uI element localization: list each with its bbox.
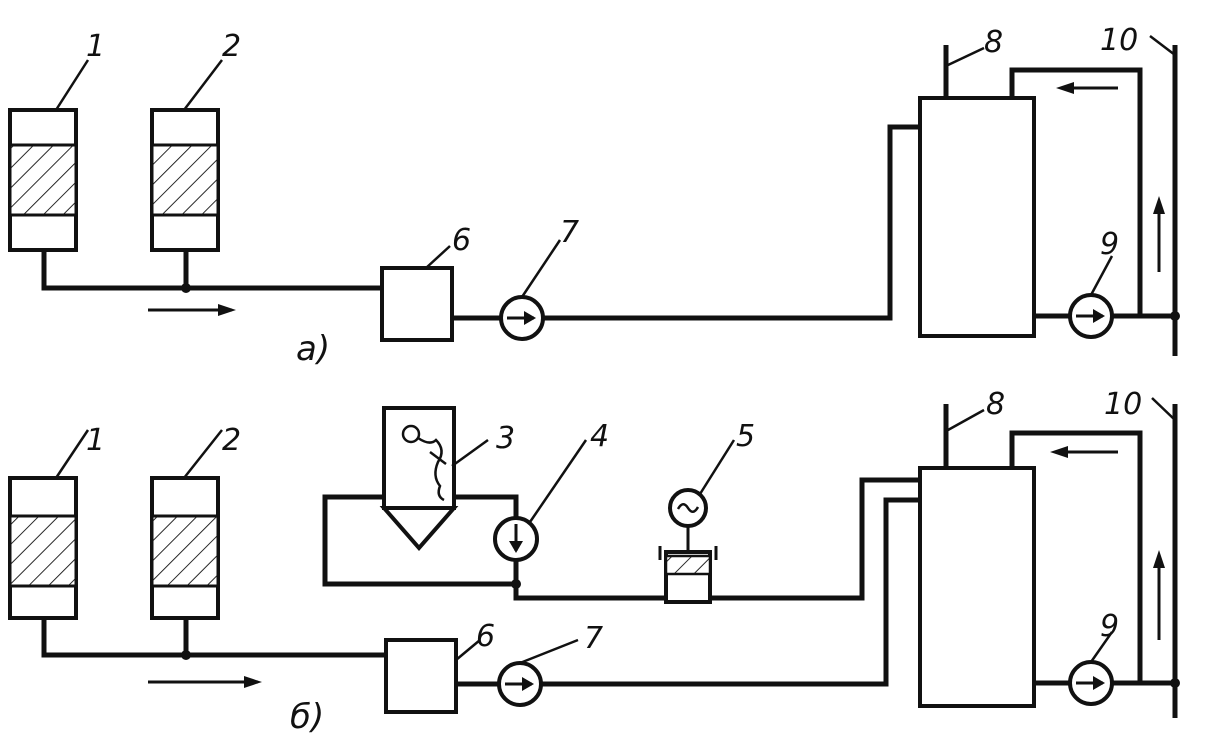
leader-3 [451, 438, 489, 468]
leader-6 [455, 639, 481, 661]
pipe-hopper-to-4 [454, 494, 519, 518]
pipe-recirculation [1009, 67, 1143, 316]
leader-9 [1089, 631, 1114, 663]
label-9: 9 [1100, 609, 1119, 644]
label-5: 5 [736, 419, 755, 454]
label-3: 3 [496, 421, 515, 456]
unit-6-box [380, 266, 454, 342]
leader-10 [1151, 397, 1176, 421]
caption-b: б) [290, 697, 324, 737]
leader-7 [519, 638, 579, 665]
pump-9-icon [1068, 293, 1114, 339]
leader-8 [947, 46, 985, 67]
caption-a: а) [296, 329, 330, 369]
pump-9-icon [1068, 660, 1114, 706]
leader-5 [698, 439, 736, 495]
pipe-cartridges-to-box [41, 250, 382, 291]
generator-5-icon [668, 488, 708, 528]
hopper-3 [379, 406, 459, 552]
label-10: 10 [1100, 23, 1138, 58]
junction-dot [181, 283, 191, 293]
pump-7-icon [497, 661, 543, 707]
label-8: 8 [986, 387, 1005, 422]
label-9: 9 [1100, 227, 1119, 262]
leader-2 [183, 429, 223, 479]
flow-arrow-left [1056, 82, 1118, 94]
cartridge-1 [8, 476, 78, 620]
flow-arrow-up [1153, 196, 1165, 272]
pipe-7-to-tank [543, 124, 920, 321]
flow-arrow-left [1050, 446, 1118, 458]
label-6: 6 [476, 619, 495, 654]
leader-8 [947, 408, 985, 432]
cartridge-2 [150, 476, 220, 620]
label-4: 4 [590, 419, 609, 454]
flow-arrow-right [148, 676, 262, 688]
pipe-recirculation [1009, 430, 1143, 683]
panel-a: 1 2 6 7 8 10 9 а) [8, 23, 1180, 369]
leader-4 [528, 439, 588, 523]
pipe-cartridges-to-box [41, 618, 386, 658]
label-1: 1 [86, 29, 105, 64]
flow-arrow-up [1153, 550, 1165, 640]
panel-b: 1 2 3 4 5 6 7 8 10 9 б) [8, 387, 1180, 737]
label-1: 1 [86, 423, 105, 458]
pump-4-icon [493, 516, 539, 562]
leader-7 [520, 239, 562, 298]
leader-2 [183, 59, 223, 111]
cartridge-1 [8, 108, 78, 252]
leader-1 [54, 59, 90, 111]
junction-dot [511, 579, 521, 589]
pipe-7-to-tank [541, 497, 920, 687]
dosing-unit-5 [658, 526, 718, 604]
junction-dot [1170, 311, 1180, 321]
junction-dot [181, 650, 191, 660]
label-7: 7 [560, 215, 579, 250]
tank-8 [918, 96, 1036, 338]
tank-8 [918, 466, 1036, 708]
pump-7-icon [499, 295, 545, 341]
pipe-4-to-5 [513, 560, 666, 601]
label-2: 2 [222, 29, 241, 64]
leader-1 [54, 429, 90, 479]
label-2: 2 [222, 423, 241, 458]
leader-6 [425, 245, 451, 269]
leader-10 [1149, 35, 1176, 56]
pipe-5-to-tank [710, 477, 920, 601]
junction-dot [1170, 678, 1180, 688]
pipe-hopper-loop [322, 494, 516, 587]
flow-arrow-right [148, 304, 236, 316]
cartridge-2 [150, 108, 220, 252]
label-7: 7 [584, 621, 603, 656]
unit-6-box [384, 638, 458, 714]
label-8: 8 [984, 25, 1003, 60]
leader-9 [1089, 255, 1114, 296]
label-6: 6 [452, 223, 471, 258]
label-10: 10 [1104, 387, 1142, 422]
